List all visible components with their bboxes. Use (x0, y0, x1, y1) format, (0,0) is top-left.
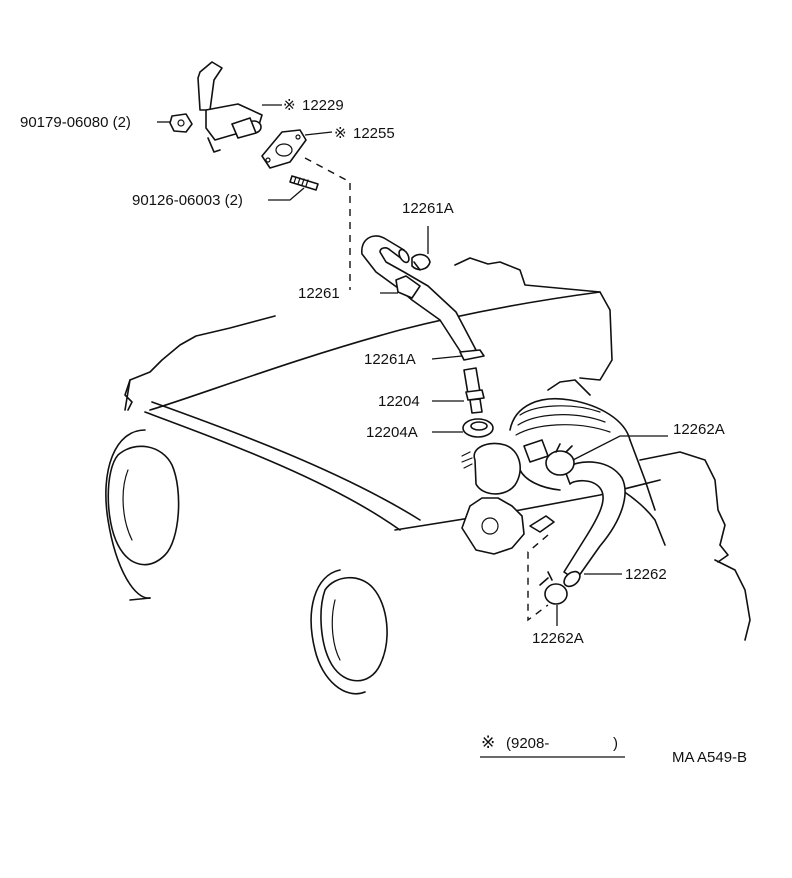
label-90126-06003: 90126-06003 (2) (132, 192, 243, 209)
label-12261: 12261 (298, 285, 340, 302)
hose-12262 (523, 439, 626, 588)
label-12255: 12255 (353, 125, 395, 142)
label-12262A-bottom: 12262A (532, 630, 584, 647)
part-labels: 90179-06080 (2) ※ 12229 ※ 12255 90126-06… (20, 97, 725, 647)
label-12262: 12262 (625, 566, 667, 583)
assembly-dash-lines (304, 157, 549, 622)
footnote: ※ (9208- ) (480, 733, 625, 758)
grommet-12204A (462, 418, 494, 438)
label-12204A: 12204A (366, 424, 418, 441)
label-90179-06080: 90179-06080 (2) (20, 114, 131, 131)
leader-lines (157, 104, 668, 626)
pcv-valve-12204 (463, 367, 485, 414)
gasket-12255 (261, 129, 307, 169)
clip-12261A-top (411, 253, 431, 271)
clamp-12262A-bottom (539, 571, 568, 605)
clip-12261A-bottom (459, 349, 485, 361)
bolt-90179 (169, 113, 193, 133)
label-12261A-bottom: 12261A (364, 351, 416, 368)
drawing-code: MA A549-B (672, 749, 747, 766)
footnote-mark: ※ (481, 733, 495, 752)
stud-90126 (289, 175, 319, 191)
engine-outline (105, 257, 751, 695)
mark-symbol-12255: ※ (334, 125, 347, 142)
footnote-close: ) (613, 735, 618, 752)
label-12262A-top: 12262A (673, 421, 725, 438)
label-12229: 12229 (302, 97, 344, 114)
footnote-text: (9208- (506, 735, 549, 752)
oil-filler (461, 442, 555, 555)
clamp-12262A-top (555, 443, 573, 453)
pipe-flange-12229 (197, 61, 263, 153)
mark-symbol-12229: ※ (283, 97, 296, 114)
label-12204: 12204 (378, 393, 420, 410)
label-12261A-top: 12261A (402, 200, 454, 217)
